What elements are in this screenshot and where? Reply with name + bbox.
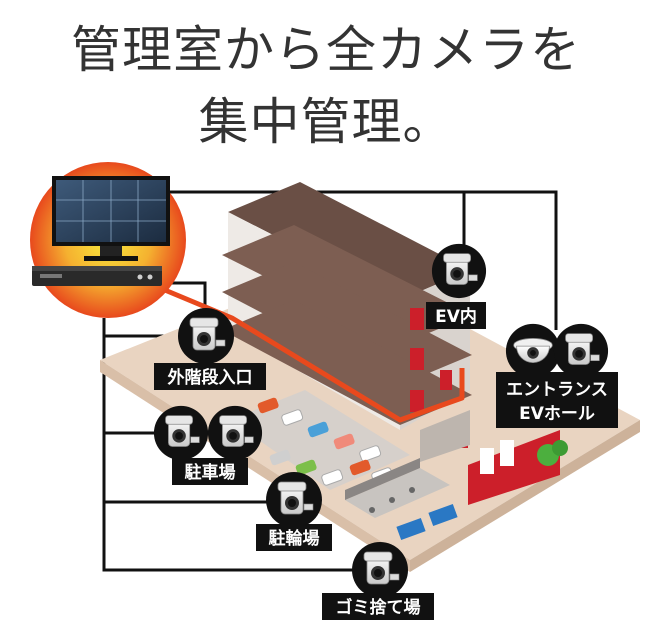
bullet-camera-icon xyxy=(177,307,235,365)
label-parking-text: 駐車場 xyxy=(185,462,236,483)
label-bicycle: 駐輪場 xyxy=(256,524,332,551)
bullet-camera-icon xyxy=(265,471,323,529)
signal-line xyxy=(159,285,465,423)
label-ev: EV内 xyxy=(426,302,486,329)
bullet-camera-icon xyxy=(207,405,263,461)
label-entrance: エントランス EVホール xyxy=(496,372,618,428)
label-stairs-text: 外階段入口 xyxy=(168,367,253,388)
label-bicycle-text: 駐輪場 xyxy=(269,528,320,549)
bicycle-shelter xyxy=(345,458,450,518)
headline-line-1: 管理室から全カメラを xyxy=(71,21,581,79)
bullet-camera-icon xyxy=(153,405,209,461)
apartment-building xyxy=(222,182,472,462)
recorder-icon xyxy=(32,266,162,286)
dome-camera-icon xyxy=(505,323,561,379)
label-entrance-line1: エントランス xyxy=(506,380,608,400)
bullet-camera-icon xyxy=(431,243,487,299)
bullet-camera-icon xyxy=(553,323,609,379)
label-garbage-text: ゴミ捨て場 xyxy=(336,597,421,618)
label-ev-text: EV内 xyxy=(435,306,477,327)
label-entrance-line2: EVホール xyxy=(519,404,595,424)
entrance-building xyxy=(468,430,568,505)
garbage-bins xyxy=(396,503,458,541)
label-stairs: 外階段入口 xyxy=(154,363,266,390)
bullet-camera-icon xyxy=(351,541,409,599)
label-parking: 駐車場 xyxy=(172,458,248,485)
monitor-icon xyxy=(52,176,170,261)
headline-line-2: 集中管理。 xyxy=(198,93,454,151)
label-garbage: ゴミ捨て場 xyxy=(322,593,434,620)
